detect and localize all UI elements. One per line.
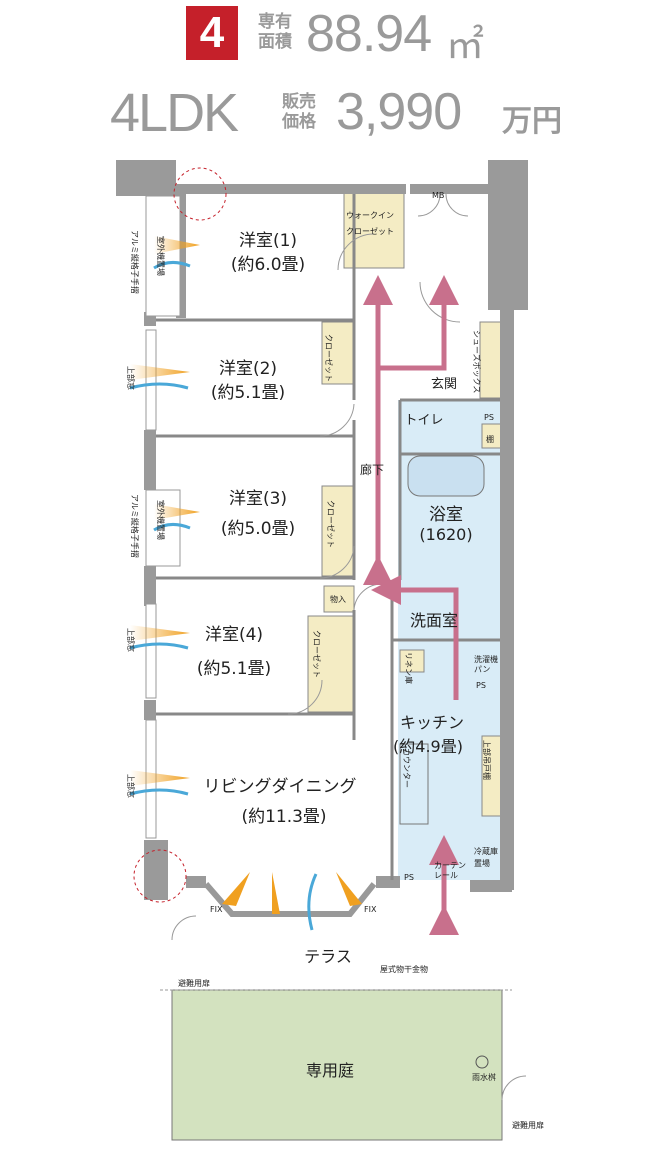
ps-label-toilet: PS [484, 413, 494, 422]
closet-room3 [321, 485, 355, 577]
closet-label-3: クローゼット [326, 500, 336, 548]
shoe-box-label: シューズボックス [472, 330, 482, 393]
fridge-label-1: 冷蔵庫 [474, 846, 498, 856]
ps-label-ldk: PS [404, 873, 414, 882]
washer-label-1: 洗濯機 [474, 654, 498, 664]
price-value: 3,990 [336, 83, 462, 141]
room4-size: (約5.1畳) [197, 659, 271, 679]
linen-closet [399, 649, 425, 673]
area-label: 専有 面積 [258, 12, 302, 52]
counter-label: カウンター [402, 748, 411, 788]
layout-type: 4LDK [110, 83, 239, 143]
ldk-size: (約11.3畳) [241, 807, 326, 827]
circulation-arrows [363, 275, 459, 935]
area-unit: ㎡ [446, 25, 485, 67]
ps-label-kitchen: PS [476, 681, 486, 690]
room3-size: (約5.0畳) [221, 519, 295, 539]
price-label-line1: 販売 [282, 92, 316, 112]
fix-label-right: FIX [364, 905, 377, 914]
breeze-indicators [129, 261, 318, 931]
doors [171, 193, 527, 1101]
walkin-label-2: クローゼット [346, 226, 394, 236]
bay-window [203, 882, 377, 917]
entrance-name: 玄関 [431, 377, 457, 392]
interior-walls [156, 194, 500, 880]
evac-door-label-left: 避難用扉 [178, 978, 210, 988]
storage-label: 物入 [330, 594, 346, 604]
toilet-name: トイレ [404, 413, 443, 428]
upper-vent-label-2: 上部窓 [126, 366, 136, 390]
closet-label-4: クローゼット [312, 630, 322, 678]
small-labels: MB ウォークイン クローゼット PS PS PS 物入 洗濯機 パン 冷蔵庫 … [178, 191, 544, 1130]
garden-area [171, 989, 503, 1141]
linen-label: リネン庫 [404, 652, 414, 684]
walkin-label-1: ウォークイン [346, 211, 394, 220]
bath-name: 浴室 [429, 505, 463, 525]
curtain-label-1: カーテン [434, 861, 466, 870]
washroom-name: 洗面室 [410, 611, 458, 630]
corridor-name: 廊下 [360, 462, 384, 477]
room1-name: 洋室(1) [239, 231, 297, 251]
mb-label: MB [432, 191, 444, 200]
area-value: 88.94 [306, 5, 432, 63]
fridge-label-2: 置場 [474, 858, 490, 868]
room2-size: (約5.1畳) [211, 383, 285, 403]
highlight-circle-top [173, 167, 227, 221]
room4-name: 洋室(4) [205, 625, 263, 645]
closet-room4 [307, 615, 355, 713]
bath-size: (1620) [419, 525, 472, 544]
closet-label-2: クローゼット [324, 334, 334, 382]
aluminum-rail-label-1: アルミ縦格子手摺 [130, 230, 140, 294]
kitchen-name: キッチン [400, 713, 464, 732]
windows [145, 195, 181, 839]
upper-vent-label-ldk: 上部窓 [126, 774, 136, 798]
upper-cabinet-label: 上部吊戸棚 [482, 740, 492, 780]
aluminum-rail-label-2: アルミ縦格子手摺 [130, 494, 140, 558]
closet-room2 [321, 321, 355, 385]
area-label-line2: 面積 [258, 32, 292, 52]
outdoor-unit-label-1: 室外機置場 [156, 236, 166, 276]
room2-name: 洋室(2) [219, 359, 277, 379]
shelf-label: 棚 [486, 434, 494, 444]
room3-name: 洋室(3) [229, 489, 287, 509]
upper-vent-label-4: 上部窓 [126, 628, 136, 652]
outdoor-unit-label-2: 室外機置場 [156, 500, 166, 540]
plan-number-badge: 4 [186, 6, 238, 60]
garden-name: 専用庭 [306, 1061, 354, 1080]
washer-label-2: パン [474, 665, 490, 674]
evac-door-label-right: 避難用扉 [512, 1120, 544, 1130]
highlight-circle-bottom [133, 849, 187, 903]
shoe-box [479, 321, 503, 399]
kitchen-size: (約4.9畳) [393, 737, 463, 756]
room1-size: (約6.0畳) [231, 255, 305, 275]
price-label: 販売 価格 [282, 92, 326, 132]
counter [399, 743, 429, 825]
price-label-line2: 価格 [282, 112, 316, 132]
drain-icon [475, 1055, 489, 1069]
sunlight-indicators [130, 236, 362, 914]
bathtub [407, 455, 485, 497]
clothes-dryer-label: 屋式物干金物 [380, 964, 428, 974]
area-label-line1: 専有 [258, 12, 292, 32]
terrace-name: テラス [304, 947, 352, 966]
curtain-label-2: レール [434, 871, 458, 880]
fix-label-left: FIX [210, 905, 223, 914]
ldk-name: リビングダイニング [204, 777, 357, 797]
storage-closet [323, 585, 355, 613]
drain-label: 雨水桝 [472, 1072, 496, 1082]
vertical-labels: クローゼット クローゼット クローゼット シューズボックス カウンター リネン庫… [126, 230, 492, 798]
walls [116, 160, 528, 900]
price-unit: 万円 [502, 104, 562, 139]
